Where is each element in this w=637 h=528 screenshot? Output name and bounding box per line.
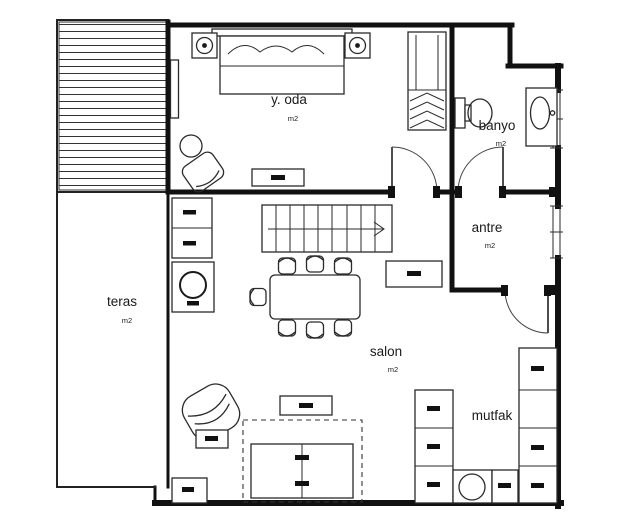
dining-chair: [305, 255, 325, 273]
nightstand-left: [191, 32, 218, 59]
dining-chair: [277, 257, 297, 275]
corner-unit: [171, 477, 208, 504]
kitchen-base-unit: [491, 469, 519, 504]
tv-console: [279, 395, 333, 416]
label-bathroom-area: m2: [496, 139, 506, 148]
label-kitchen: mutfak: [472, 408, 513, 423]
label-bathroom: banyo: [479, 118, 516, 133]
living-furniture: [171, 260, 443, 504]
bathroom-fixtures: [454, 87, 558, 147]
dining-chair: [333, 319, 353, 337]
bedroom-armchair: [179, 134, 225, 193]
dining-table: [269, 274, 361, 320]
dining-set: [249, 255, 361, 339]
kitchen-units: [414, 347, 558, 504]
label-bedroom-area: m2: [288, 114, 298, 123]
lounge-armchair: [181, 383, 241, 449]
dresser: [251, 168, 305, 187]
hall-cabinets: [171, 197, 215, 313]
kitchen-sink-unit: [452, 469, 493, 504]
label-hallway: antre: [472, 220, 503, 235]
bedroom-furniture: [169, 28, 447, 193]
bedroom-radiator: [169, 59, 180, 119]
terrace-deck: [58, 21, 167, 191]
hall-window: [550, 205, 563, 259]
label-hallway-area: m2: [485, 241, 495, 250]
kitchen-counter-left: [414, 389, 454, 504]
label-living-room: salon: [370, 344, 402, 359]
kitchen-counter-right: [518, 347, 558, 504]
bedroom-door: [391, 146, 438, 193]
shelf-unit: [171, 197, 213, 259]
dining-chair: [305, 321, 325, 339]
sideboard: [385, 260, 443, 288]
label-terrace-area: m2: [122, 316, 132, 325]
label-living-room-area: m2: [388, 365, 398, 374]
stairs: [261, 204, 393, 253]
hall-door: [504, 289, 549, 334]
dining-chair: [249, 287, 267, 307]
toilet: [454, 97, 493, 129]
dining-chair: [333, 257, 353, 275]
rug-and-sofa: [242, 419, 363, 503]
dining-chair: [277, 319, 297, 337]
room-labels: y. oda m2 banyo m2 antre m2 teras m2 sal…: [107, 92, 515, 423]
wardrobe: [407, 31, 447, 131]
label-terrace: teras: [107, 294, 137, 309]
doors: [388, 146, 559, 334]
washbasin: [525, 87, 558, 147]
label-bedroom: y. oda: [271, 92, 307, 107]
walls: [56, 19, 564, 509]
nightstand-right: [344, 32, 371, 59]
bathroom-door: [457, 146, 504, 193]
stair-arrow-icon: [373, 221, 385, 237]
appliance-unit: [171, 261, 215, 313]
bed: [211, 28, 353, 95]
